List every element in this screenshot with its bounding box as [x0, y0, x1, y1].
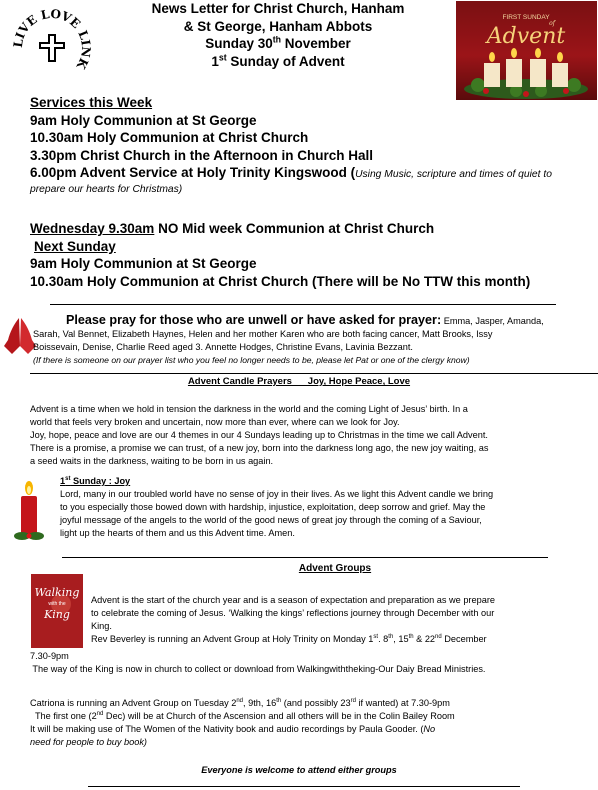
candle-icon: [10, 480, 48, 542]
paragraph-line: It will be making use of The Women of th…: [30, 724, 436, 734]
advent-groups-details: 7.30-9pm The way of the King is now in c…: [30, 650, 596, 676]
svg-text:Advent: Advent: [485, 24, 566, 49]
paragraph-line: There is a promise, a promise we can tru…: [30, 443, 489, 453]
advent-groups-intro: Advent is the start of the church year a…: [91, 594, 596, 646]
service-item: 9am Holy Communion at St George: [30, 112, 257, 128]
paragraph-line: world that feels very broken and uncerta…: [30, 417, 400, 427]
next-service-item: 9am Holy Communion at St George: [30, 256, 257, 272]
divider: [30, 373, 598, 374]
prayer-heading: Please pray for those who are unwell or …: [66, 313, 442, 327]
prayer-names: Sarah, Val Bennet, Elizabeth Haynes, Hel…: [33, 328, 593, 366]
joy-heading: 1st Sunday : Joy: [60, 475, 131, 486]
paragraph-line: Joy, hope, peace and love are our 4 them…: [30, 430, 488, 440]
header-title: News Letter for Christ Church, Hanham: [151, 1, 405, 16]
prayer-line: light up the hearts of them and us this …: [60, 528, 295, 538]
prayer-line: joyful message of the angels to the worl…: [60, 515, 482, 525]
paragraph-line: to celebrate the coming of Jesus. ‘Walki…: [91, 608, 495, 618]
newsletter-header: News Letter for Christ Church, Hanham & …: [110, 0, 446, 70]
church-logo: LIVE LOVE LINK: [8, 4, 96, 92]
everyone-welcome: Everyone is welcome to attend either gro…: [201, 765, 397, 775]
candle-prayers-intro: Advent is a time when we hold in tension…: [30, 403, 596, 468]
paragraph-line: 7.30-9pm: [30, 651, 69, 661]
next-services-section: Wednesday 9.30am NO Mid week Communion a…: [30, 220, 590, 290]
svg-text:of: of: [549, 20, 557, 27]
paragraph-line: Rev Beverley is running an Advent Group …: [91, 633, 487, 644]
catriona-group: Catriona is running an Advent Group on T…: [30, 697, 596, 749]
divider: [50, 304, 556, 305]
candle-prayers-heading: Advent Candle Prayers Joy, Hope Peace, L…: [187, 376, 411, 387]
services-heading: Services this Week: [30, 95, 153, 110]
advent-candles-illustration: FIRST SUNDAY of Advent: [464, 14, 588, 99]
paragraph-line: The first one (2nd Dec) will be at Churc…: [30, 710, 455, 721]
paragraph-line: King.: [91, 621, 112, 631]
first-sunday-advent-image: FIRST SUNDAY of Advent: [456, 1, 597, 100]
service-item: 6.00pm Advent Service at Holy Trinity Ki…: [30, 165, 552, 181]
service-item: 3.30pm Christ Church in the Afternoon in…: [30, 147, 374, 163]
paragraph-line: Advent is the start of the church year a…: [91, 595, 495, 605]
svg-text:FIRST SUNDAY: FIRST SUNDAY: [502, 14, 550, 21]
service-item: 10.30am Holy Communion at Christ Church: [30, 130, 309, 146]
header-date: Sunday 30th November: [205, 34, 351, 52]
prayer-names-line: Please pray for those who are unwell or …: [66, 313, 544, 327]
walking-with-the-king-book-cover: Walking with the King: [31, 574, 83, 648]
prayer-line: Lord, many in our troubled world have no…: [60, 489, 494, 499]
svg-text:Walking: Walking: [35, 586, 80, 599]
paragraph-line: a seed waits in the darkness, waiting to…: [30, 456, 274, 466]
live-love-link-logo: LIVE LOVE LINK: [11, 7, 94, 72]
paragraph-line: need for people to buy book): [30, 737, 147, 747]
next-sunday-heading: Next Sunday: [34, 238, 116, 254]
next-service-item: 10.30am Holy Communion at Christ Church …: [30, 273, 531, 289]
prayer-line: to you especially those bowed down with …: [60, 502, 486, 512]
svg-text:King: King: [43, 608, 70, 621]
joy-prayer: 1st Sunday : Joy Lord, many in our troub…: [60, 475, 596, 540]
svg-text:with the: with the: [48, 601, 65, 607]
paragraph-line: The way of the King is now in church to …: [30, 664, 486, 674]
services-section: Services this Week 9am Holy Communion at…: [30, 94, 590, 196]
paragraph-line: Advent is a time when we hold in tension…: [30, 404, 468, 414]
prayer-names-line: Boissevain, Denise, Charlie Reed aged 3.…: [33, 342, 413, 352]
service-note: prepare our hearts for Christmas): [30, 183, 183, 195]
advent-groups-heading: Advent Groups: [298, 563, 372, 574]
midweek-notice: Wednesday 9.30am NO Mid week Communion a…: [30, 221, 435, 236]
praying-hands-icon: [2, 316, 36, 356]
divider: [62, 557, 548, 558]
divider: [88, 786, 520, 787]
header-parishes: & St George, Hanham Abbots: [183, 18, 373, 34]
prayer-note: (If there is someone on our prayer list …: [33, 355, 470, 365]
prayer-names-line: Sarah, Val Bennet, Elizabeth Haynes, Hel…: [33, 329, 493, 339]
prayer-section: Please pray for those who are unwell or …: [30, 311, 596, 329]
header-sunday: 1st Sunday of Advent: [211, 52, 345, 69]
paragraph-line: Catriona is running an Advent Group on T…: [30, 697, 450, 708]
